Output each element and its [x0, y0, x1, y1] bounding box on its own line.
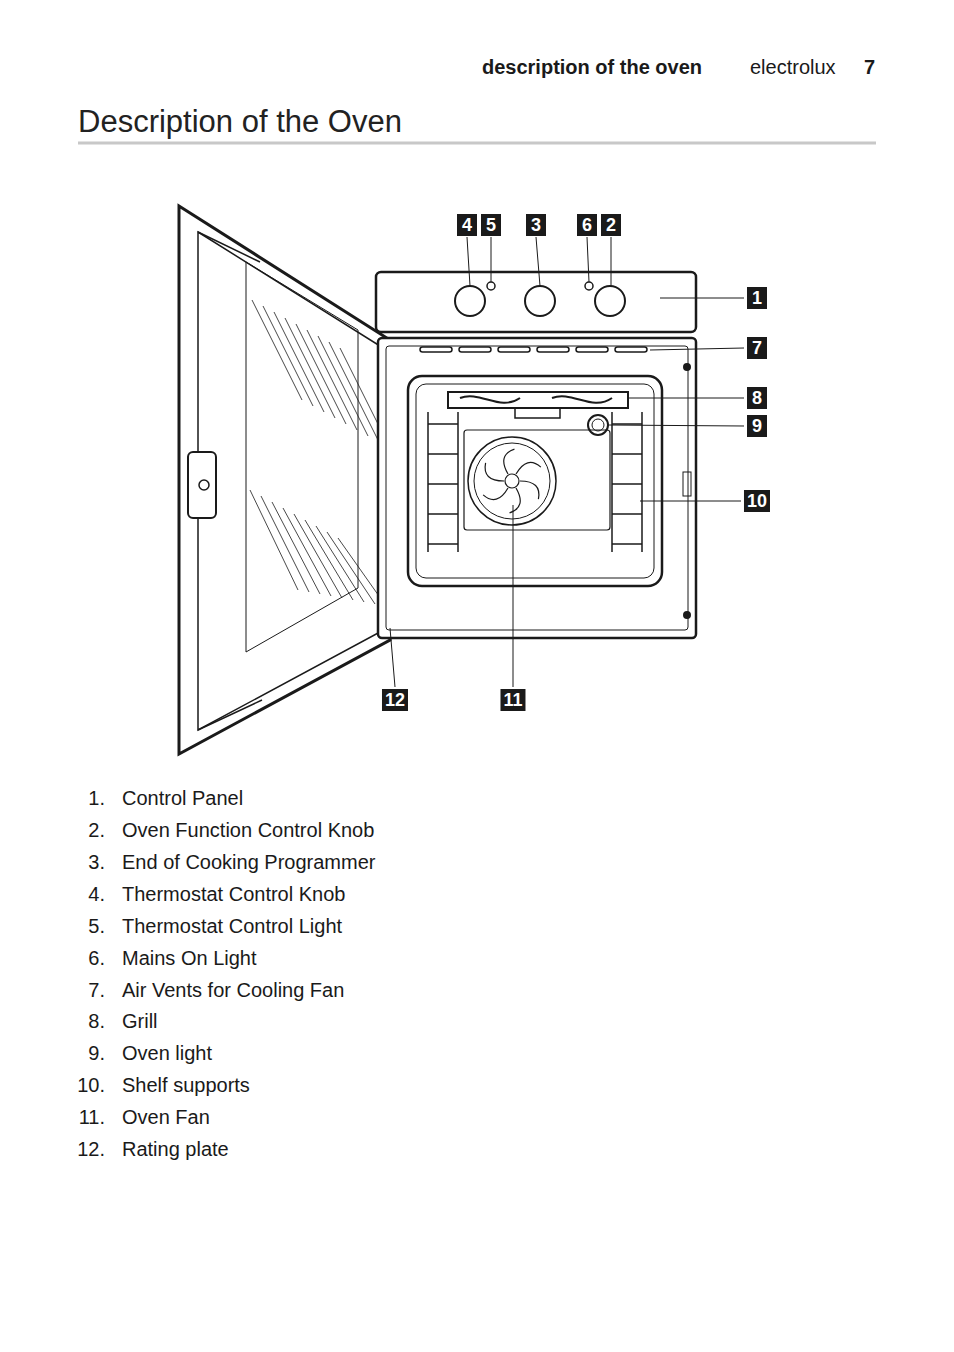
part-name: Air Vents for Cooling Fan — [122, 980, 344, 1000]
callout-number: 8 — [747, 387, 767, 409]
air-vents — [420, 347, 647, 352]
list-number: 9. — [88, 1043, 105, 1063]
oven-cavity — [408, 376, 662, 586]
part-name: Rating plate — [122, 1139, 229, 1159]
door-inner-frame — [198, 232, 380, 730]
part-name: Oven light — [122, 1043, 212, 1063]
function-knob — [595, 286, 625, 316]
part-name: Thermostat Control Knob — [122, 884, 345, 904]
fan-blades — [483, 449, 541, 513]
title-rule — [78, 142, 876, 145]
list-number: 8. — [88, 1011, 105, 1031]
oven-fan — [468, 437, 556, 525]
screw — [684, 364, 690, 370]
brand-name: electrolux — [750, 57, 836, 77]
running-header: description of the oven — [482, 57, 702, 77]
oven-drawing — [179, 206, 744, 754]
page-number: 7 — [864, 57, 875, 77]
oven-cavity-inner — [416, 384, 654, 578]
callout-number: 3 — [526, 214, 546, 236]
part-name: Oven Fan — [122, 1107, 210, 1127]
thermostat-knob — [455, 286, 485, 316]
callout-number: 9 — [747, 415, 767, 437]
oven-frame — [386, 346, 688, 630]
part-name: Control Panel — [122, 788, 243, 808]
part-name: Grill — [122, 1011, 158, 1031]
list-number: 5. — [88, 916, 105, 936]
glass-hatching — [250, 300, 390, 606]
part-name: End of Cooking Programmer — [122, 852, 375, 872]
callout-number: 6 — [577, 214, 597, 236]
list-number: 12. — [77, 1139, 105, 1159]
fan-guard — [474, 443, 550, 519]
oven-light — [588, 415, 608, 435]
callout-number: 11 — [500, 689, 525, 711]
screw — [684, 612, 690, 618]
oven-light-lens — [592, 419, 604, 431]
door-catch-slot — [683, 472, 691, 496]
thermostat-light — [487, 282, 495, 290]
list-number: 4. — [88, 884, 105, 904]
list-number: 11. — [79, 1107, 105, 1127]
part-name: Oven Function Control Knob — [122, 820, 374, 840]
part-name: Shelf supports — [122, 1075, 250, 1095]
shelf-supports — [428, 412, 642, 552]
part-name: Mains On Light — [122, 948, 257, 968]
callout-number: 5 — [481, 214, 501, 236]
door-hinge-handle — [188, 452, 216, 518]
list-number: 6. — [88, 948, 105, 968]
part-name: Thermostat Control Light — [122, 916, 342, 936]
oven-door — [179, 206, 390, 754]
oven-body — [378, 338, 696, 638]
grill-mount — [515, 408, 560, 418]
list-number: 7. — [88, 980, 105, 1000]
callout-number: 10 — [744, 490, 770, 512]
door-glass — [246, 262, 358, 652]
control-panel — [376, 272, 696, 332]
grill-element — [448, 392, 628, 408]
door-catch — [199, 480, 209, 490]
back-panel — [464, 430, 610, 530]
callout-number: 4 — [457, 214, 477, 236]
list-number: 3. — [88, 852, 105, 872]
callout-number: 2 — [601, 214, 621, 236]
page-title: Description of the Oven — [78, 106, 402, 137]
callout-number: 7 — [747, 337, 767, 359]
list-number: 10. — [77, 1075, 105, 1095]
list-number: 2. — [88, 820, 105, 840]
programmer-knob — [525, 286, 555, 316]
mains-light — [585, 282, 593, 290]
list-number: 1. — [88, 788, 105, 808]
callout-number: 12 — [382, 689, 408, 711]
door-corners — [198, 232, 262, 730]
callout-number: 1 — [747, 287, 767, 309]
leader-lines — [390, 237, 744, 687]
